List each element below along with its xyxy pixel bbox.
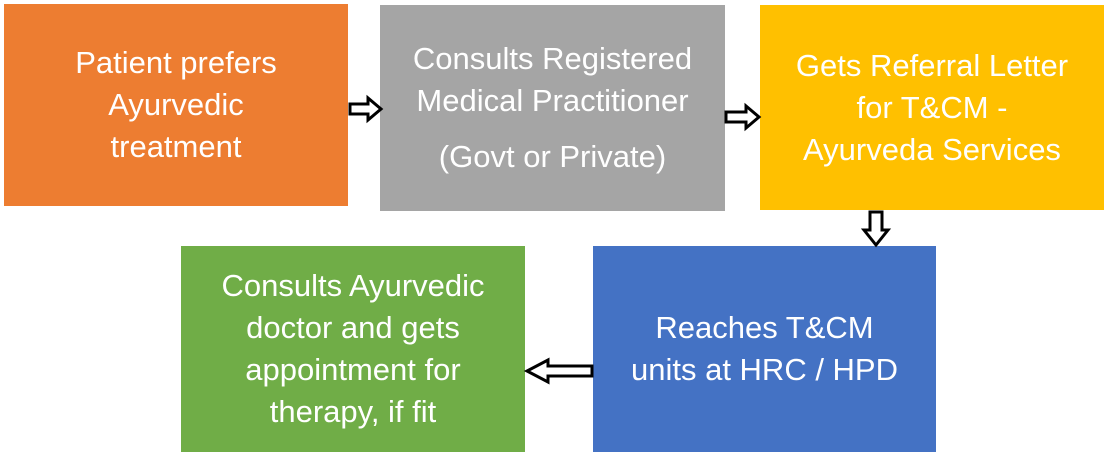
step-reaches-tcm-units: Reaches T&CM units at HRC / HPD [593, 246, 936, 452]
step-reaches-line-2: units at HRC / HPD [630, 352, 898, 387]
arrow-left-icon [523, 357, 594, 385]
step-consults-ayurvedic-doctor: Consults Ayurvedic doctor and gets appoi… [181, 246, 525, 452]
step-consults-line-2: doctor and gets [246, 310, 460, 345]
step-reaches-line-1: Reaches T&CM [655, 310, 874, 345]
step-consults-line-4: therapy, if fit [269, 394, 437, 429]
arrow-right-icon [348, 94, 384, 124]
step-patient-line-1: Patient prefers [75, 45, 277, 80]
arrow-down-icon [860, 210, 892, 248]
step-rmp-line-1: Consults Registered [412, 41, 693, 76]
step-patient-line-3: treatment [110, 129, 242, 164]
step-rmp-note: (Govt or Private) [438, 139, 667, 174]
step-rmp-line-2: Medical Practitioner [416, 83, 689, 118]
step-referral-line-1: Gets Referral Letter [795, 47, 1069, 83]
step-consults-line-3: appointment for [245, 352, 461, 387]
step-patient-prefers-ayurvedic: Patient prefers Ayurvedic treatment [4, 4, 348, 206]
step-consults-line-1: Consults Ayurvedic [221, 268, 485, 303]
step-gets-referral-letter: Gets Referral Letter for T&CM - Ayurveda… [760, 5, 1104, 210]
step-referral-line-3: Ayurveda Services [803, 131, 1061, 167]
arrow-right-icon [724, 102, 762, 132]
step-consults-registered-practitioner: Consults Registered Medical Practitioner… [380, 5, 725, 211]
step-referral-line-2: for T&CM - [856, 89, 1008, 125]
step-patient-line-2: Ayurvedic [108, 87, 244, 122]
